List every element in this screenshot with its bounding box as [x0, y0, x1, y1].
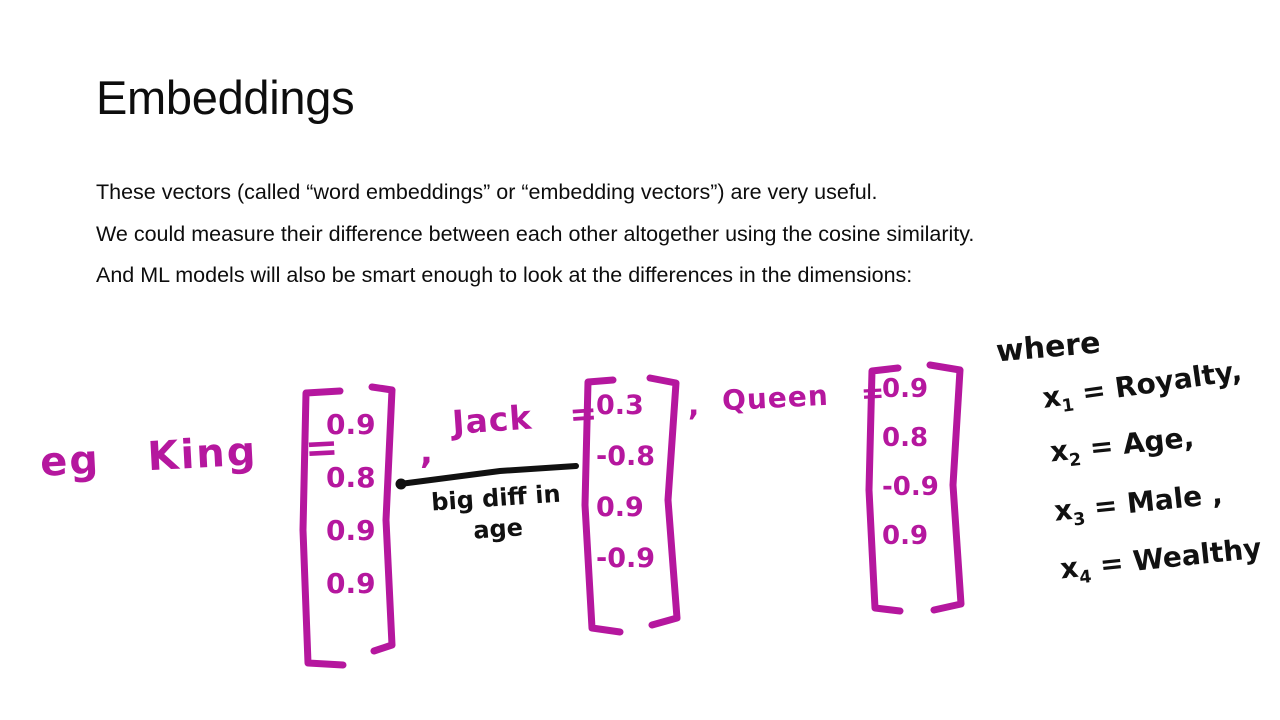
annotation-connector-line — [397, 463, 579, 487]
jack-vector-values: 0.3 -0.8 0.9 -0.9 — [596, 390, 655, 594]
jack-value-4: -0.9 — [596, 543, 656, 574]
king-separator-comma: , — [420, 432, 433, 472]
body-line-3: And ML models will also be smart enough … — [96, 263, 913, 287]
queen-bracket-right — [926, 361, 965, 614]
king-value-1: 0.9 — [326, 408, 376, 441]
king-name: King — [146, 428, 259, 481]
legend-sub-4: 4 — [1078, 567, 1093, 589]
jack-value-2: -0.8 — [596, 441, 656, 472]
king-bracket-left — [299, 387, 347, 669]
example-prefix: eg — [39, 436, 102, 486]
page-title: Embeddings — [96, 71, 355, 124]
body-line-1: These vectors (called “word embeddings” … — [96, 180, 878, 204]
legend-sub-1: 1 — [1060, 395, 1076, 417]
jack-name: Jack — [450, 397, 534, 443]
jack-equals: = — [568, 392, 600, 434]
legend-var-3: x — [1052, 493, 1074, 528]
legend-sub-3: 3 — [1072, 509, 1087, 531]
jack-bracket-right — [646, 374, 681, 629]
legend-var-4: x — [1058, 550, 1081, 586]
queen-value-4: 0.9 — [882, 521, 929, 551]
king-value-2: 0.8 — [326, 461, 376, 494]
king-vector-values: 0.9 0.8 0.9 0.9 — [326, 408, 376, 620]
queen-vector-values: 0.9 0.8 -0.9 0.9 — [882, 374, 939, 570]
legend-sub-2: 2 — [1068, 449, 1083, 472]
legend-equals-3: = — [1092, 488, 1119, 524]
jack-value-3: 0.9 — [596, 492, 644, 523]
king-value-3: 0.9 — [326, 514, 376, 547]
jack-value-1: 0.3 — [596, 390, 644, 421]
legend-equals-4: = — [1098, 546, 1126, 582]
jack-separator-comma: , — [688, 388, 700, 423]
queen-value-1: 0.9 — [882, 374, 929, 404]
queen-name: Queen — [721, 378, 830, 418]
legend-meaning-2: Age, — [1121, 420, 1196, 461]
jack-bracket-left — [581, 376, 624, 636]
queen-value-2: 0.8 — [882, 423, 929, 453]
legend-var-1: x — [1040, 379, 1063, 415]
body-text-block: These vectors (called “word embeddings” … — [96, 172, 1196, 297]
king-bracket-right — [368, 383, 396, 655]
queen-value-3: -0.9 — [882, 472, 939, 502]
queen-bracket-left — [865, 364, 904, 615]
annotation-text: big diff in age — [430, 479, 562, 545]
legend-var-2: x — [1048, 433, 1070, 469]
body-line-2: We could measure their difference betwee… — [96, 221, 975, 246]
legend-equals-2: = — [1088, 429, 1115, 465]
annotation-connector-dot — [395, 478, 407, 490]
legend-equals-1: = — [1079, 373, 1108, 410]
king-value-4: 0.9 — [326, 567, 376, 600]
